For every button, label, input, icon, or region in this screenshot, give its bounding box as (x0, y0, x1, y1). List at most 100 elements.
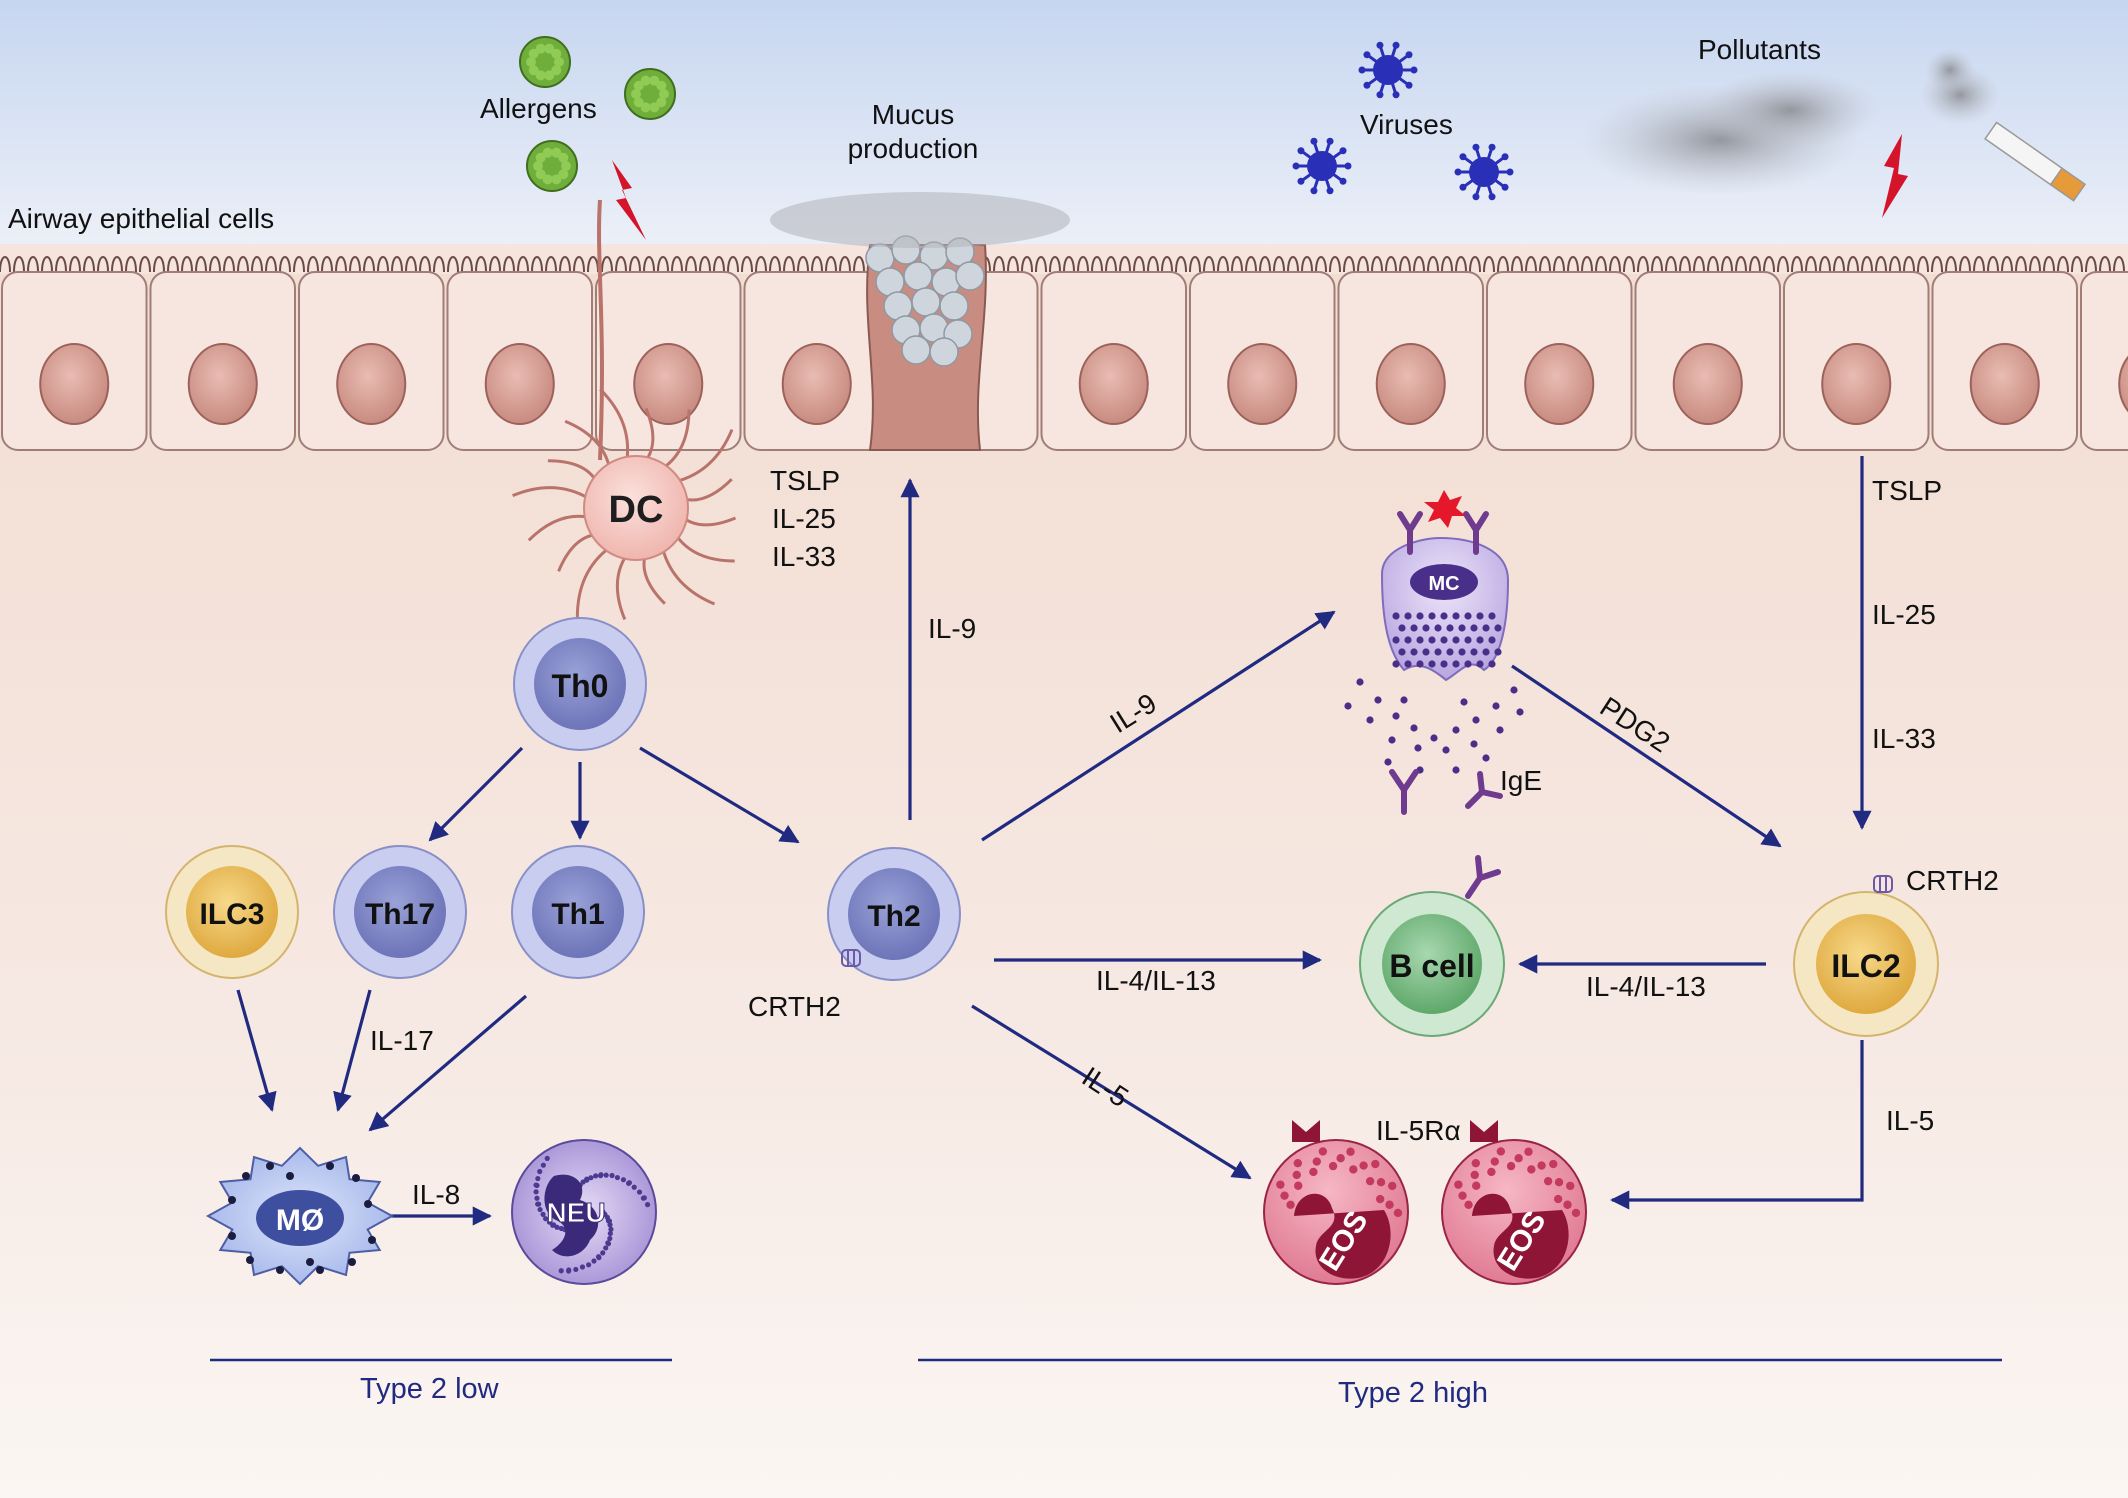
ige-antibody-icon (1397, 511, 1489, 555)
epithelial-nucleus (39, 343, 110, 425)
dendrite (675, 428, 734, 483)
arrow-th2-eos (971, 1004, 1252, 1180)
epithelial-nucleus (1672, 343, 1743, 425)
epithelial-cell (1, 271, 148, 451)
ilc2-cell: ILC2 (1793, 875, 1939, 1037)
viruses-label: Viruses (1360, 109, 1453, 140)
allergen-trigger-icon (1424, 490, 1466, 528)
th0-cell: Th0 (513, 617, 647, 751)
ige-antibody-icon (1465, 855, 1501, 899)
dc-label: DC (609, 489, 664, 531)
epithelial-nucleus (1969, 343, 2040, 425)
il17-label: IL-17 (370, 1025, 434, 1056)
granule-icon (1344, 612, 1524, 774)
virus-icon (1454, 143, 1514, 201)
dendrite (661, 547, 716, 606)
pollutants-label: Pollutants (1698, 34, 1821, 65)
arrow-ilc3-mac (236, 989, 277, 1112)
il25-label-left: IL-25 (772, 503, 836, 534)
il5r-receptor-icon (1470, 1120, 1498, 1142)
epithelium-label: Airway epithelial cells (8, 203, 275, 234)
macrophage-cell: MØ (205, 1146, 395, 1286)
dendrite (575, 546, 611, 618)
mucus-label: Mucus production (818, 98, 1008, 165)
ilc2-label: ILC2 (1831, 948, 1900, 984)
epithelial-nucleus (2118, 355, 2128, 413)
eosinophil-cell: EOS (1441, 1120, 1587, 1285)
dendrite (564, 419, 611, 469)
arrow-th0-th2 (639, 746, 800, 844)
arrow-th2-mc (981, 610, 1336, 842)
macrophage-nucleus (256, 1190, 344, 1246)
mucus-cloud (770, 192, 1070, 248)
arrow-ilc2-eos (1610, 1040, 1864, 1210)
th1-label: Th1 (551, 898, 604, 931)
il33-label-right: IL-33 (1872, 723, 1936, 754)
ilc3-label: ILC3 (199, 898, 264, 931)
epithelial-nucleus (187, 343, 258, 425)
epithelial-cell (1189, 271, 1336, 451)
cigarette-icon (1984, 121, 2087, 202)
epithelial-cell (1040, 271, 1187, 451)
arrow-th1-mac (368, 994, 528, 1132)
epithelial-cell (2080, 271, 2128, 451)
epithelial-nucleus (1524, 343, 1595, 425)
epithelial-cell (1337, 271, 1484, 451)
arrow-th17-mac (333, 989, 372, 1112)
smoke-icon (1580, 48, 2000, 195)
mucus-label-line1: Mucus (871, 99, 955, 130)
epithelial-cell (446, 271, 593, 451)
epithelial-cell (1783, 271, 1930, 451)
eosinophil-nucleus (1294, 1193, 1391, 1279)
tslp-label-right: TSLP (1872, 475, 1943, 506)
neutrophil-nucleus (544, 1174, 599, 1257)
mc-label: MC (1428, 573, 1459, 595)
epithelial-nucleus (336, 343, 407, 425)
dendrite (512, 486, 590, 500)
il4-il13-ilc2-label: IL-4/IL-13 (1586, 971, 1706, 1002)
dc-cell-body (583, 455, 689, 561)
th17-cell: Th17 (333, 845, 467, 979)
crth2-receptor-icon (841, 949, 861, 967)
virus-icon (1292, 41, 1514, 201)
allergen-icon (519, 36, 571, 88)
epithelial-nucleus (1227, 343, 1298, 425)
epithelial-cell (149, 271, 296, 451)
virus-icon (1358, 41, 1418, 99)
type2-high-label: Type 2 high (1338, 1377, 1488, 1409)
epithelial-nucleus (1821, 343, 1892, 425)
dendrite (661, 409, 691, 470)
arrow-th0-th17 (428, 746, 524, 842)
pathway-arrows (236, 456, 1872, 1226)
epithelium-layer (0, 244, 2128, 451)
ige-antibody-icon (1389, 769, 1503, 815)
th0-label: Th0 (552, 668, 609, 704)
il5-ilc2-label: IL-5 (1886, 1105, 1935, 1136)
il8-label: IL-8 (412, 1179, 461, 1210)
type2-low-label: Type 2 low (360, 1373, 499, 1405)
il9-up-label: IL-9 (928, 613, 977, 644)
mucus-label-line2: production (847, 132, 979, 164)
eosinophil-cell: EOS (1263, 1120, 1409, 1285)
epithelial-nucleus (781, 343, 852, 425)
th1-cell: Th1 (511, 845, 645, 979)
b-cell-label: B cell (1389, 948, 1474, 984)
macrophage-label: MØ (276, 1204, 324, 1237)
epithelial-cell (1486, 271, 1633, 451)
crth2-ilc2-label: CRTH2 (1906, 865, 1999, 896)
epithelial-nucleus (633, 343, 704, 425)
neutrophil-cell: NEU (511, 1139, 657, 1285)
dendrite (615, 554, 628, 621)
dendrite (527, 514, 590, 542)
epithelial-cell (595, 271, 742, 451)
allergen-icon (519, 36, 676, 192)
epithelial-cell (298, 271, 445, 451)
granule-icon (533, 1155, 651, 1274)
eosinophil-nucleus (1472, 1193, 1569, 1279)
dendrite (674, 533, 735, 563)
neutrophil-label: NEU (546, 1197, 605, 1228)
goblet-cell (770, 192, 1070, 451)
crth2-th2-label: CRTH2 (748, 991, 841, 1022)
il25-label-right: IL-25 (1872, 599, 1936, 630)
